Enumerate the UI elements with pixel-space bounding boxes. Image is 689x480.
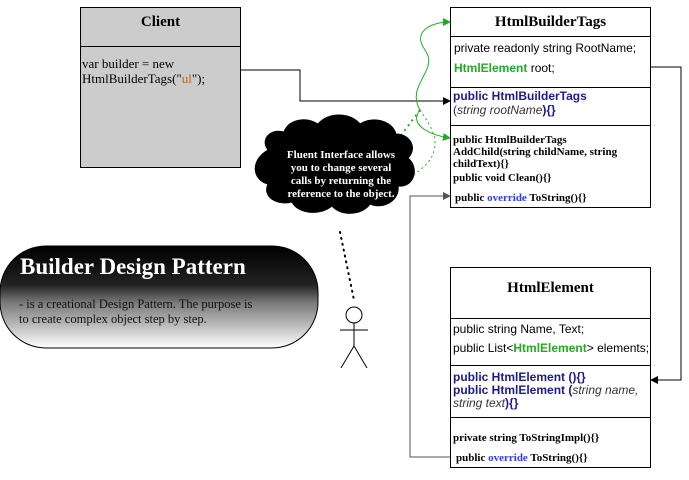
client-class-title: Client [140, 14, 181, 30]
htmlelement-class-box: HtmlElement public string Name, Text; pu… [450, 267, 651, 468]
cloud-to-actor-dots [339, 231, 355, 301]
htmlelement-divider-1 [451, 318, 650, 319]
htmlelement-method-tostring: public override ToString(){} [456, 452, 588, 464]
client-code-line2: HtmlBuilderTags("ul"); [82, 71, 206, 86]
htmlbuildertags-divider-2 [451, 87, 650, 88]
builder-root-to-element-arrow [650, 66, 682, 384]
pattern-description: - is a creational Design Pattern. The pu… [19, 297, 253, 326]
speech-cloud [254, 114, 415, 214]
htmlelement-field-elements: public List<HtmlElement> elements; [453, 341, 650, 355]
htmlbuildertags-method-clean: public void Clean(){} [453, 172, 552, 184]
htmlelement-constructors: public HtmlElement (){} public HtmlEleme… [453, 370, 639, 410]
element-tostring-to-builder-arrow [409, 192, 451, 458]
htmlelement-field-name-text: public string Name, Text; [453, 322, 585, 336]
page-title: Builder Design Pattern [20, 254, 246, 279]
client-to-builder-arrow [241, 69, 451, 105]
htmlbuildertags-divider-3 [451, 125, 650, 126]
htmlbuildertags-class-box: HtmlBuilderTags private readonly string … [450, 7, 651, 208]
fluent-curve-to-title [415, 18, 451, 111]
htmlelement-divider-2 [451, 365, 650, 366]
fluent-curve-to-addchild [416, 109, 451, 141]
fluent-curve-to-return [404, 109, 436, 183]
htmlbuildertags-divider-1 [451, 36, 650, 37]
client-class-box: Client var builder = new HtmlBuilderTags… [80, 7, 241, 168]
htmlelement-method-tostringimpl: private string ToStringImpl(){} [453, 432, 600, 444]
htmlbuildertags-field-rootname: private readonly string RootName; [454, 41, 637, 55]
client-divider [81, 46, 240, 47]
title-panel-shape [0, 245, 319, 349]
actor-figure [340, 306, 368, 369]
htmlbuildertags-field-root: HtmlElement root; [454, 61, 555, 75]
client-code-line1: var builder = new [82, 56, 175, 71]
htmlbuildertags-method-addchild: public HtmlBuilderTags AddChild(string c… [453, 134, 618, 170]
cloud-text: Fluent Interface allows you to change se… [286, 149, 396, 200]
cloud-to-fluent-dots [389, 109, 421, 151]
htmlbuildertags-constructor: public HtmlBuilderTags (string rootName)… [453, 89, 587, 117]
htmlelement-divider-3 [451, 417, 650, 418]
htmlbuildertags-method-tostring: public override ToString(){} [455, 192, 587, 204]
htmlbuildertags-class-title: HtmlBuilderTags [494, 14, 607, 30]
htmlelement-class-title: HtmlElement [507, 280, 594, 296]
